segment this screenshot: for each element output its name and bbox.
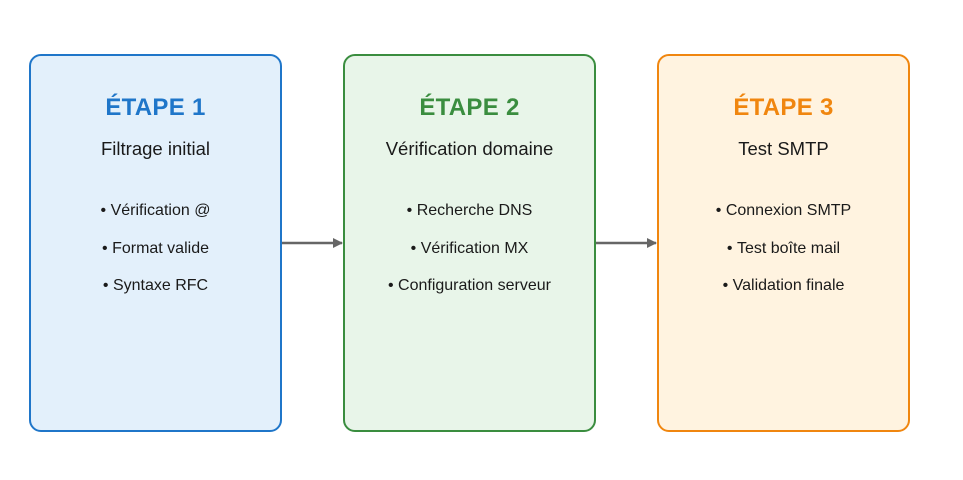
stage-1-item: Syntaxe RFC [31, 277, 280, 315]
stage-2-subtitle: Vérification domaine [385, 138, 554, 159]
stage-3-title: ÉTAPE 3 [733, 94, 834, 121]
stage-3-subtitle: Test SMTP [738, 138, 829, 159]
stage-3-item: Test boîte mail [659, 240, 908, 278]
stage-2-title: ÉTAPE 2 [419, 94, 520, 121]
stage-2-item: Configuration serveur [345, 277, 594, 315]
stage-2-checklist: Recherche DNS Vérification MX Configurat… [345, 202, 594, 315]
stage-1-checklist: Vérification @ Format valide Syntaxe RFC [31, 202, 280, 315]
stage-1-item: Vérification @ [31, 202, 280, 240]
stage-2-box: ÉTAPE 2 Vérification domaine Recherche D… [343, 54, 596, 432]
stage-2-item: Vérification MX [345, 240, 594, 278]
stage-1-title: ÉTAPE 1 [105, 94, 206, 121]
stage-3-box: ÉTAPE 3 Test SMTP Connexion SMTP Test bo… [657, 54, 910, 432]
stage-1-box: ÉTAPE 1 Filtrage initial Vérification @ … [29, 54, 282, 432]
stage-3-item: Validation finale [659, 277, 908, 315]
stage-3-item: Connexion SMTP [659, 202, 908, 240]
stage-2-item: Recherche DNS [345, 202, 594, 240]
stage-3-checklist: Connexion SMTP Test boîte mail Validatio… [659, 202, 908, 315]
stage-1-item: Format valide [31, 240, 280, 278]
stage-1-subtitle: Filtrage initial [101, 138, 210, 159]
